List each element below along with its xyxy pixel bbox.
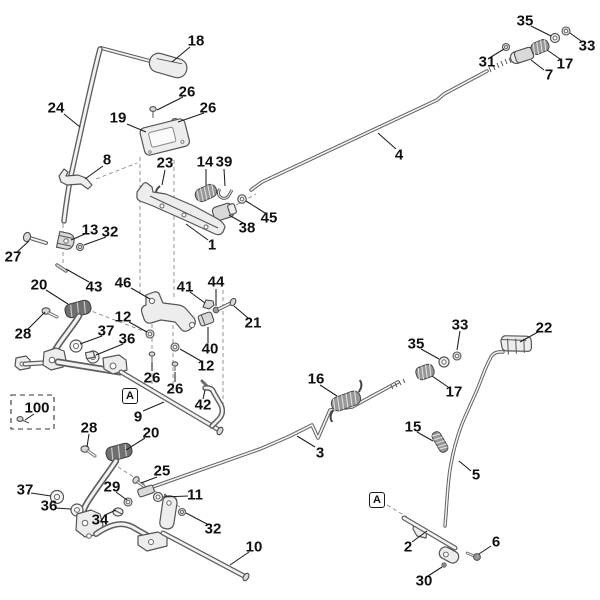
clamp-13 bbox=[55, 230, 75, 250]
washer-35-lower bbox=[438, 356, 450, 368]
washer-35-upper bbox=[549, 32, 561, 44]
nut-32-lower bbox=[177, 507, 187, 517]
screw-28-front bbox=[41, 307, 59, 319]
pin-43 bbox=[55, 263, 68, 273]
rod-10 bbox=[160, 530, 250, 582]
brake-rod-4 bbox=[249, 57, 512, 192]
spring-17-upper bbox=[530, 39, 550, 56]
brake-shaft-assembly bbox=[14, 347, 128, 376]
washer-37-front bbox=[69, 339, 83, 353]
bolt-21 bbox=[217, 297, 237, 311]
pin-30 bbox=[441, 562, 447, 568]
screw-26-c bbox=[148, 351, 156, 361]
washer-11 bbox=[152, 491, 164, 503]
sleeve-7 bbox=[509, 46, 535, 65]
bolt-27 bbox=[22, 231, 48, 245]
rod-9 bbox=[118, 369, 224, 436]
nut-32-upper bbox=[75, 242, 85, 252]
lever-grip-18 bbox=[148, 52, 188, 79]
inset-100 bbox=[10, 394, 55, 430]
brake-lever-rod-24 bbox=[61, 46, 152, 224]
clutch-shaft-weldment bbox=[75, 493, 178, 552]
handle-22 bbox=[500, 335, 533, 355]
nut-33-upper bbox=[561, 26, 571, 36]
nut-12-left bbox=[145, 329, 155, 339]
washer-45 bbox=[237, 194, 247, 204]
lever-46 bbox=[140, 291, 196, 332]
screw-26-d bbox=[171, 361, 179, 371]
nut-12-right bbox=[170, 342, 180, 352]
screw-28-rear bbox=[80, 445, 97, 458]
knob-38 bbox=[211, 202, 237, 222]
plate-19 bbox=[139, 118, 191, 156]
nut-33-lower bbox=[452, 351, 462, 361]
spring-14 bbox=[194, 183, 218, 203]
clip-34 bbox=[112, 507, 124, 517]
pedal-pad-rear bbox=[105, 442, 133, 462]
spring-15 bbox=[431, 431, 449, 453]
screw-6 bbox=[465, 551, 481, 561]
washer-37-rear bbox=[49, 489, 65, 505]
clip-39 bbox=[216, 187, 234, 200]
spring-16 bbox=[329, 379, 363, 423]
bushing-40 bbox=[197, 311, 215, 327]
screw-26-a bbox=[149, 106, 157, 118]
lift-rod-5 bbox=[443, 350, 505, 528]
clip-41 bbox=[202, 299, 215, 310]
lever-42 bbox=[200, 379, 226, 429]
spring-17-lower bbox=[415, 363, 435, 381]
leader-lines bbox=[16, 25, 582, 577]
mount-plate-1 bbox=[136, 182, 226, 236]
rod-3-end-fitting bbox=[137, 484, 155, 498]
bracket-8 bbox=[58, 168, 93, 190]
nut-29 bbox=[123, 497, 133, 507]
clutch-rod-3 bbox=[139, 378, 406, 493]
nut-31 bbox=[501, 42, 511, 52]
